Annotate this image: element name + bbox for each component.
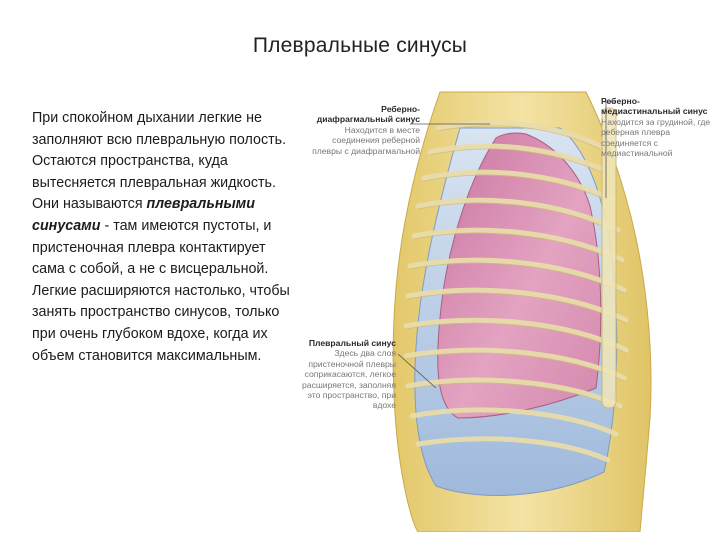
pleural-sinus-illustration: Реберно-диафрагмальный синус Находится в…	[290, 88, 718, 532]
callout-desc: Находится в месте соединения реберной пл…	[312, 124, 420, 156]
body-text: При спокойном дыхании легкие не заполняю…	[32, 108, 302, 367]
rib-shading	[405, 125, 627, 410]
leader-lines	[397, 101, 616, 389]
body-text-emphasis: плевральными синусами	[32, 196, 255, 234]
body-text-part-1: При спокойном дыхании легкие не заполняю…	[32, 110, 287, 213]
callout-costomediastinal-sinus: Реберно-медиастинальный синус Находится …	[601, 96, 716, 158]
callout-desc: Находится за грудиной, где реберная плев…	[601, 116, 711, 159]
callout-name: Реберно-диафрагмальный синус	[316, 104, 420, 125]
callout-name: Реберно-медиастинальный синус	[601, 96, 708, 117]
body-text-part-2: - там имеются пустоты, и пристеночная пл…	[32, 217, 290, 364]
callout-name: Плевральный синус	[308, 338, 396, 348]
sternum	[601, 107, 617, 409]
callout-desc: Здесь два слоя пристеночной плевры сопри…	[302, 348, 396, 411]
ribs	[403, 120, 629, 463]
callout-pleural-sinus: Плевральный синус Здесь два слоя пристен…	[296, 338, 396, 411]
callout-costodiaphragmatic-sinus: Реберно-диафрагмальный синус Находится в…	[310, 104, 420, 156]
thorax-illustration	[392, 91, 652, 532]
slide-title: Плевральные синусы	[252, 34, 468, 57]
